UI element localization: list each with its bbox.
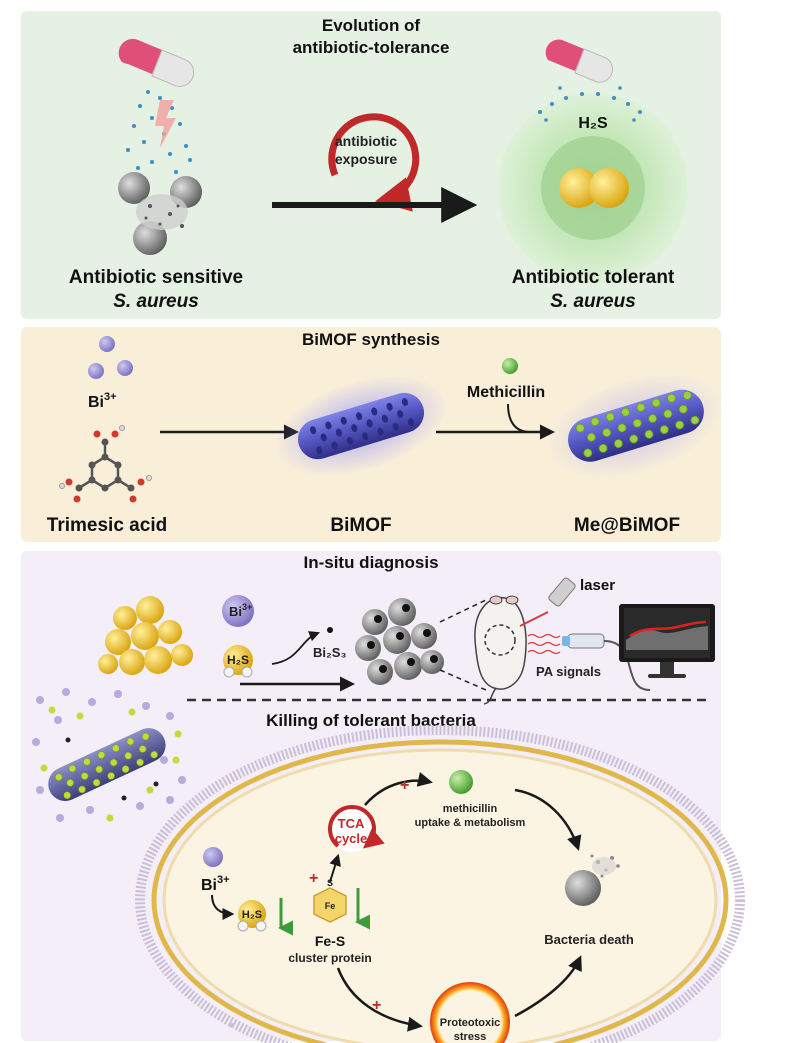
- monitor-icon: [619, 604, 715, 678]
- tolerant-bacteria-cluster-icon: [98, 596, 193, 675]
- tca-label-line2: cycle: [335, 831, 368, 846]
- antibiotic-particles-icon: [126, 90, 192, 174]
- panel1-title-line2: antibiotic-tolerance: [293, 38, 450, 57]
- bi2s3-label: Bi₂S₃: [313, 645, 346, 660]
- cycle-arrow-icon: [328, 113, 420, 212]
- cycle-label-line2: exposure: [335, 151, 397, 167]
- bi-ion-bubble-icon: [222, 595, 254, 627]
- plus-sign-1: +: [400, 777, 409, 794]
- fes-label-line2: cluster protein: [288, 951, 371, 965]
- reaction-arrow: [271, 631, 321, 665]
- h2s-label-panel1: H₂S: [578, 115, 608, 132]
- tca-to-methicillin-arrow: [364, 772, 433, 806]
- trimesic-acid-label: Trimesic acid: [47, 515, 167, 536]
- bimof-label: BiMOF: [330, 515, 391, 536]
- laser-icon: [519, 577, 576, 627]
- h2s-spray-icon: [538, 86, 642, 122]
- stress-label-line1: Proteotoxic: [440, 1017, 501, 1029]
- stress-to-death-arrow: [514, 955, 582, 1018]
- fes-to-tca-arrow: [329, 853, 341, 883]
- pa-signals-label: PA signals: [536, 664, 601, 679]
- bi2s3-coated-bacteria-icon: [355, 598, 444, 685]
- bacteria-death-label: Bacteria death: [544, 932, 634, 947]
- mouse-icon: [474, 595, 527, 705]
- sensitive-label: Antibiotic sensitive: [69, 267, 243, 288]
- bi-label: Bi3+: [88, 391, 117, 411]
- me-bimof-label: Me@BiMOF: [574, 515, 680, 536]
- sensitive-species: S. aureus: [113, 291, 199, 312]
- pa-signal-waves-icon: [527, 633, 561, 655]
- lightning-icon: [155, 100, 176, 148]
- tolerant-species: S. aureus: [550, 291, 636, 312]
- laser-label: laser: [580, 577, 615, 594]
- methicillin-uptake-line2: uptake & metabolism: [415, 817, 526, 829]
- panel2-title: BiMOF synthesis: [302, 330, 440, 349]
- me-bimof-tube-icon: [545, 372, 725, 480]
- trimesic-acid-molecule-icon: [78, 442, 132, 490]
- ultrasound-probe-icon: [562, 633, 651, 691]
- tca-cycle-icon: [328, 805, 385, 852]
- h2s-cell-molecule-icon: [237, 900, 267, 932]
- bi-ion-icon: [88, 336, 133, 379]
- bi-ion-cell-label: Bi3+: [201, 874, 230, 894]
- capsule-icon-left: [118, 38, 195, 87]
- methicillin-label: Methicillin: [467, 384, 545, 401]
- bimof-tube-icon: [273, 375, 449, 477]
- cycle-label-line1: antibiotic: [335, 133, 397, 149]
- plus-sign-3: +: [372, 997, 381, 1014]
- fe-atom-label: Fe: [325, 901, 336, 911]
- methicillin-uptake-icon: [449, 770, 473, 794]
- h2s-label-panel3: H₂S: [227, 653, 249, 667]
- bi-ion-label: Bi3+: [229, 602, 252, 619]
- bi2s3-particle-icon: [327, 627, 333, 633]
- dead-bacterium-icon: [565, 854, 620, 906]
- molecule-atoms: [59, 425, 152, 503]
- panel1-title-line1: Evolution of: [322, 16, 421, 35]
- methicillin-merge-line: [507, 403, 531, 433]
- s-atom-label: S: [327, 878, 333, 888]
- fes-to-stress-arrow: [336, 967, 423, 1032]
- tolerant-label: Antibiotic tolerant: [512, 267, 675, 288]
- damaged-bacteria-icon: [118, 172, 202, 255]
- fes-label-line1: Fe-S: [315, 933, 345, 949]
- plus-sign-2: +: [309, 870, 318, 887]
- bi-to-h2s-arrow: [211, 894, 235, 920]
- tolerant-bacteria-icon: [559, 168, 629, 208]
- h2s-molecule-icon: [223, 645, 253, 678]
- h2s-cell-label: H₂S: [242, 909, 262, 921]
- bi-ion-cell-icon: [203, 847, 223, 867]
- capsule-icon-right: [545, 39, 613, 83]
- methicillin-uptake-line1: methicillin: [443, 803, 498, 815]
- tca-label-line1: TCA: [338, 816, 365, 831]
- dispersed-me-bimof-icon: [32, 688, 186, 822]
- proteotoxic-stress-ring-icon: [430, 982, 510, 1043]
- methicillin-to-death-arrow: [514, 788, 582, 851]
- fe-s-cluster-icon: [313, 887, 347, 923]
- diagnosis-title: In-situ diagnosis: [303, 553, 438, 572]
- methicillin-molecule-icon: [502, 358, 518, 374]
- stress-label-line2: stress: [454, 1031, 486, 1043]
